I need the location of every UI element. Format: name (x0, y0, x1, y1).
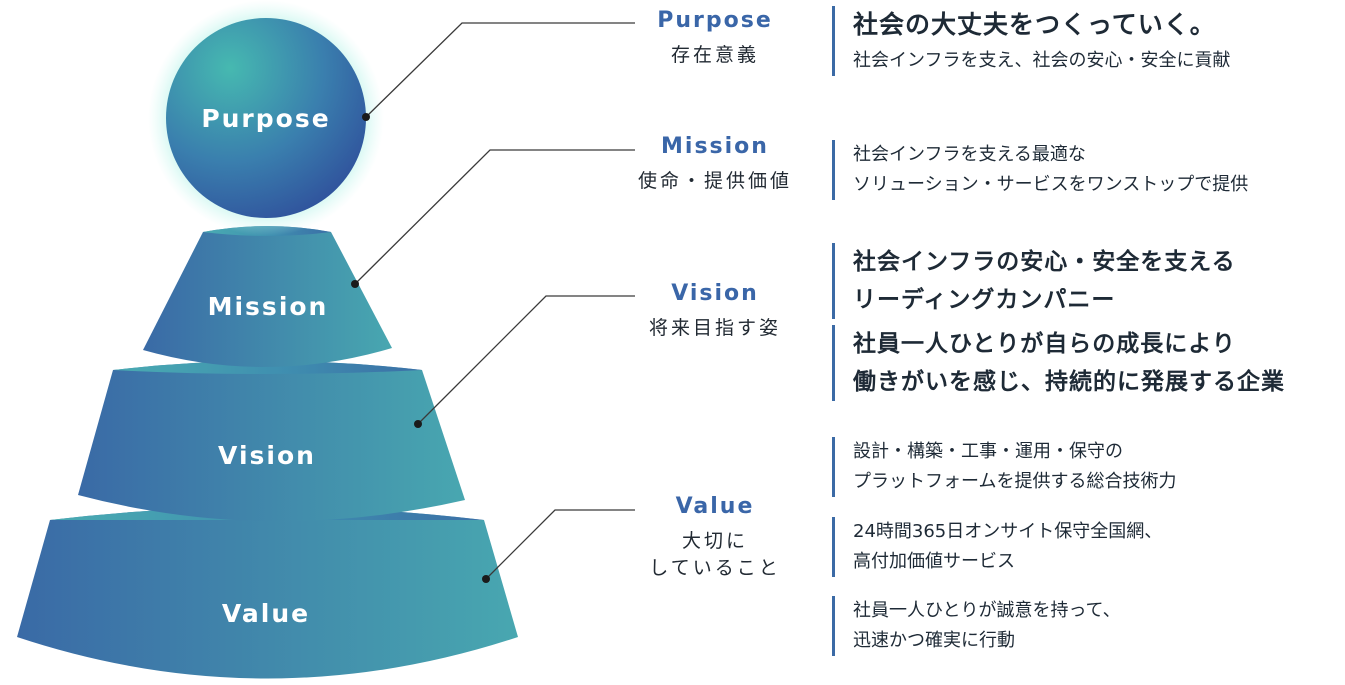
category-value-jp-line1: 大切に (681, 530, 748, 552)
value-tier (17, 507, 518, 679)
purpose-subtext: 社会インフラを支え、社会の安心・安全に貢献 (853, 50, 1231, 71)
tier-label-value: Value (222, 599, 310, 628)
category-value-en: Value (675, 494, 755, 519)
mission-line2: ソリューション・サービスをワンストップで提供 (853, 174, 1249, 195)
category-mission: Mission 使命・提供価値 (610, 134, 820, 195)
value-statement-3: 社員一人ひとりが誠意を持って、 迅速かつ確実に行動 (832, 596, 1121, 656)
connector-dot-mission (351, 280, 359, 288)
mission-statement: 社会インフラを支える最適な ソリューション・サービスをワンストップで提供 (832, 140, 1248, 200)
category-value-jp-line2: していること (649, 557, 781, 579)
category-purpose-jp: 存在意義 (670, 44, 759, 66)
connector-dot-purpose (362, 113, 370, 121)
category-vision-en: Vision (671, 281, 759, 306)
connector-line-mission (354, 149, 635, 285)
vision-1-line2: リーディングカンパニー (853, 287, 1116, 313)
category-purpose: Purpose 存在意義 (640, 8, 790, 69)
value-3-line2: 迅速かつ確実に行動 (853, 630, 1015, 651)
value-3-line1: 社員一人ひとりが誠意を持って、 (853, 600, 1121, 621)
category-mission-jp: 使命・提供価値 (637, 170, 792, 192)
value-statement-2: 24時間365日オンサイト保守全国網、 高付加価値サービス (832, 517, 1162, 577)
vision-tier (78, 361, 465, 522)
value-2-line2: 高付加価値サービス (853, 551, 1015, 572)
value-1-line2: プラットフォームを提供する総合技術力 (853, 471, 1177, 492)
connector-line-purpose (365, 22, 635, 118)
mission-line1: 社会インフラを支える最適な (853, 144, 1086, 165)
vision-statement-1: 社会インフラの安心・安全を支える リーディングカンパニー (832, 243, 1236, 319)
value-2-line1: 24時間365日オンサイト保守全国網、 (853, 521, 1163, 542)
category-value: Value 大切に していること (615, 494, 815, 582)
category-purpose-en: Purpose (657, 8, 773, 33)
value-1-line1: 設計・構築・工事・運用・保守の (853, 441, 1123, 462)
connector-dot-vision (414, 420, 422, 428)
connector-line-vision (417, 295, 635, 425)
sphere-label-purpose: Purpose (201, 104, 330, 133)
vision-statement-2: 社員一人ひとりが自らの成長により 働きがいを感じ、持続的に発展する企業 (832, 325, 1285, 401)
connector-line-value (485, 509, 635, 580)
category-vision-jp: 将来目指す姿 (648, 317, 781, 339)
category-vision: Vision 将来目指す姿 (615, 281, 815, 342)
value-statement-1: 設計・構築・工事・運用・保守の プラットフォームを提供する総合技術力 (832, 437, 1176, 497)
tier-label-vision: Vision (218, 441, 316, 470)
vision-1-line1: 社会インフラの安心・安全を支える (853, 249, 1236, 275)
vision-2-line1: 社員一人ひとりが自らの成長により (853, 331, 1236, 357)
tier-label-mission: Mission (208, 292, 329, 321)
purpose-statement: 社会の大丈夫をつくっていく。 社会インフラを支え、社会の安心・安全に貢献 (832, 6, 1230, 76)
purpose-headline: 社会の大丈夫をつくっていく。 (853, 10, 1216, 39)
vision-2-line2: 働きがいを感じ、持続的に発展する企業 (853, 369, 1285, 395)
category-mission-en: Mission (661, 134, 769, 159)
connector-dot-value (482, 575, 490, 583)
purpose-sphere (148, 0, 384, 236)
